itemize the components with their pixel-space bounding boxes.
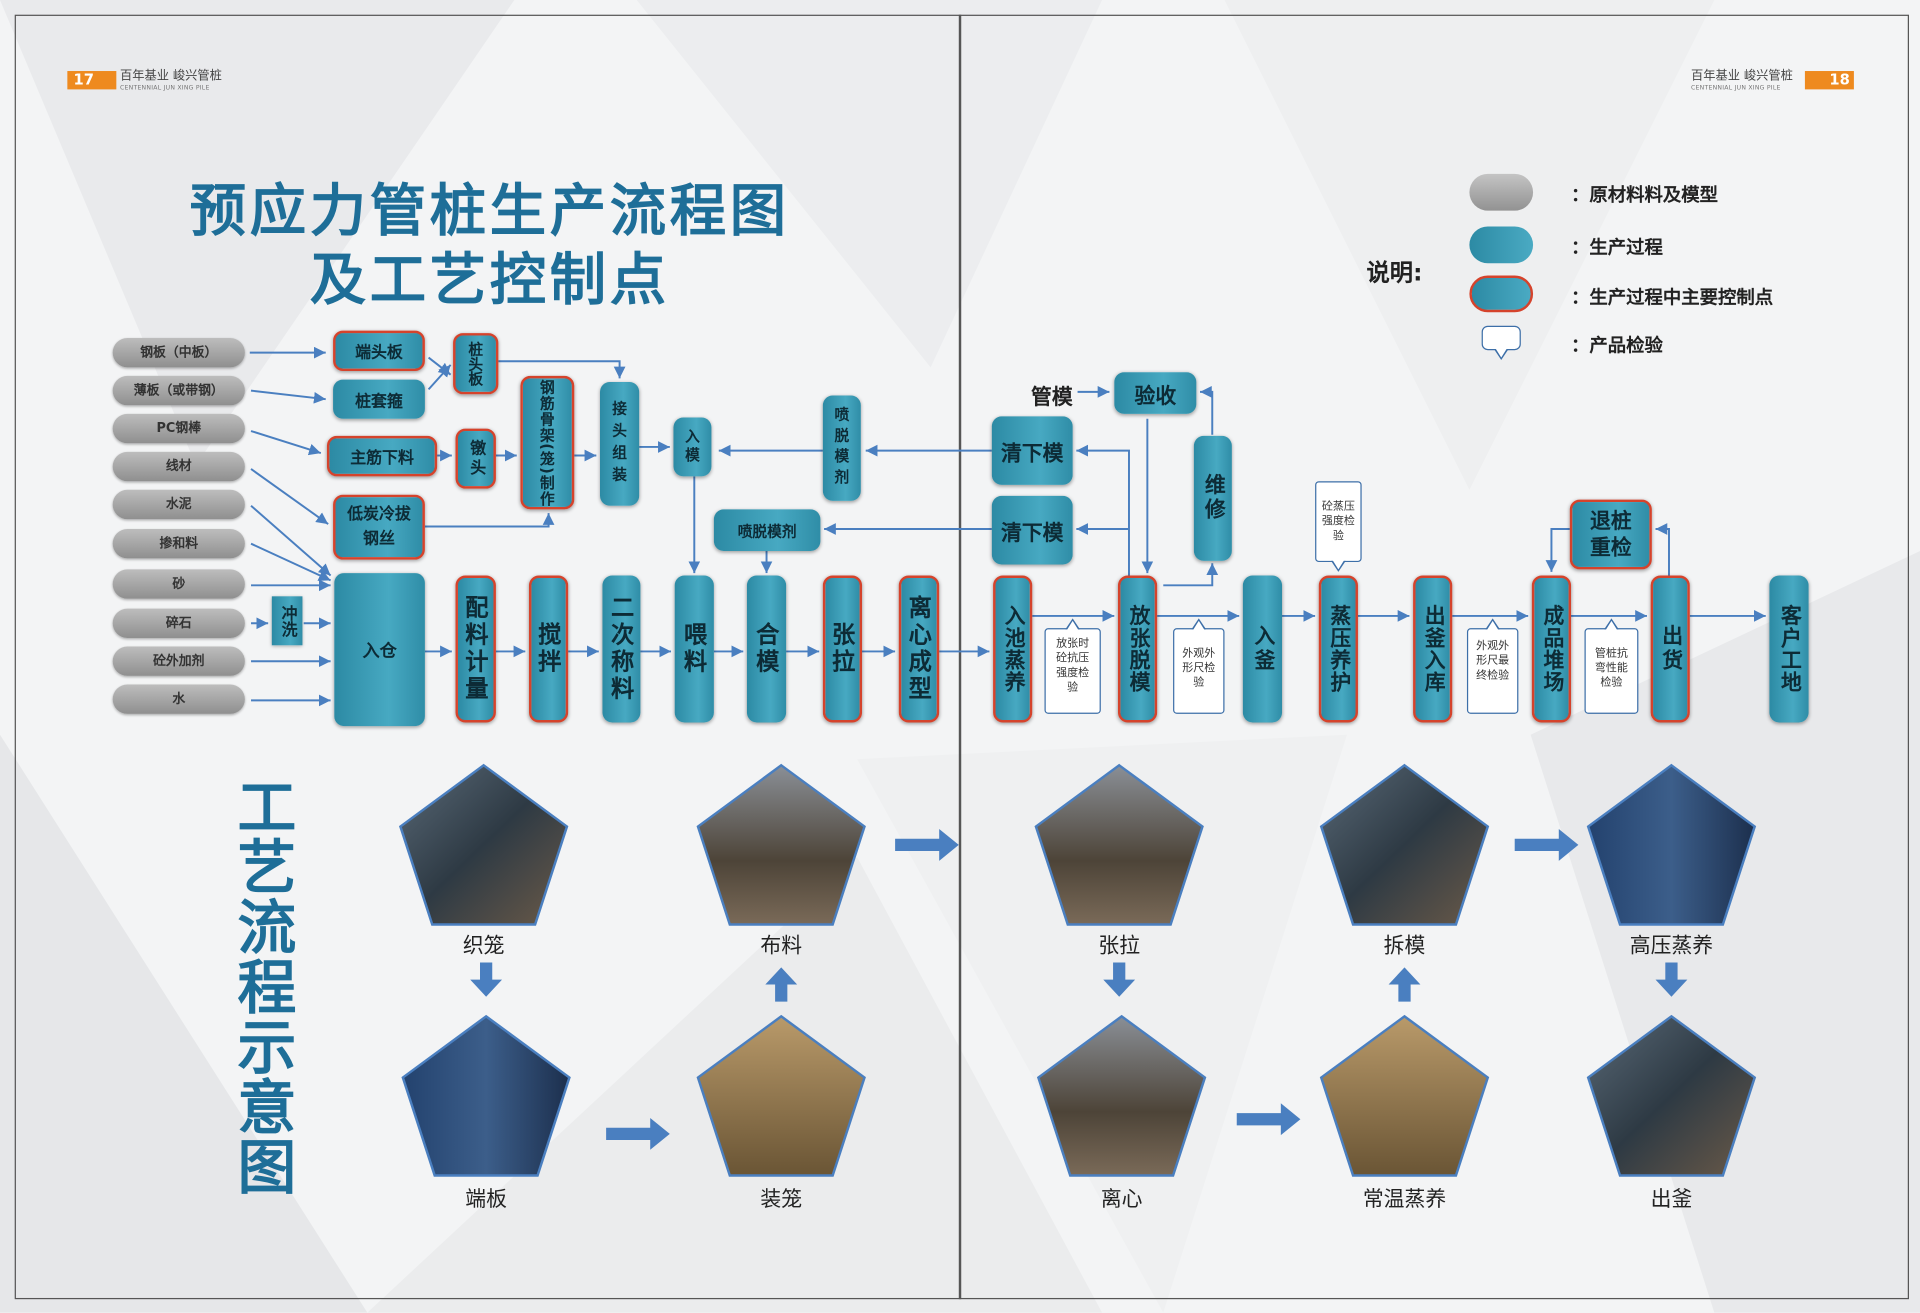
raw-steel-plate: 钢板（中板） <box>112 337 245 368</box>
step-storage: 入仓 <box>334 573 425 727</box>
photo-label-demolding: 拆模 <box>1383 934 1426 959</box>
step-washing: 冲洗 <box>271 596 303 646</box>
step-batching: 配料计量 <box>455 575 496 723</box>
photo-cage-weaving <box>398 763 569 926</box>
legend-heading: 说明: <box>1366 259 1423 287</box>
step-mixing: 搅拌 <box>528 575 569 723</box>
raw-gravel: 碎石 <box>112 608 245 638</box>
check-appearance: 外观外形尺检验 <box>1173 618 1225 714</box>
step-autoclave-curing: 蒸压养护 <box>1318 575 1358 723</box>
step-reweighing: 二次称料 <box>602 575 641 723</box>
brand-en-right: CENTENNIAL JUN XING PILE <box>1691 84 1781 92</box>
page-number-left: 17 <box>67 71 117 90</box>
raw-water: 水 <box>112 684 245 714</box>
process-vertical-title: 工艺流程示意图 <box>237 773 297 1203</box>
photo-label-centrifuge: 离心 <box>1100 1187 1143 1213</box>
legend-control-swatch <box>1469 275 1534 313</box>
step-release-demold: 放张脱模 <box>1117 575 1158 723</box>
photo-demolding <box>1319 763 1490 926</box>
photo-autoclave <box>1586 763 1757 926</box>
brand-cn-left: 百年基业 峻兴管桩 <box>120 69 222 84</box>
step-return-recheck: 退桩重检 <box>1569 499 1652 570</box>
step-finished-yard: 成品堆场 <box>1531 575 1572 723</box>
step-repair: 维修 <box>1193 435 1232 561</box>
legend-label-inspection: ：产品检验 <box>1571 334 1663 357</box>
raw-admixture: 掺和料 <box>112 528 245 559</box>
title-line2: 及工艺控制点 <box>309 246 670 313</box>
step-cage-making: 钢筋骨架(笼)制作 <box>520 375 575 510</box>
pipe-mold-label: 管模 <box>1031 385 1073 411</box>
raw-cement: 水泥 <box>112 489 245 520</box>
photo-concrete-pouring <box>696 763 866 926</box>
step-pool-steam-curing: 入池蒸养 <box>993 575 1033 723</box>
step-joint-assembly: 接头组装 <box>600 382 640 506</box>
raw-wire: 线材 <box>112 451 245 482</box>
photo-label-out-autoclave: 出釜 <box>1650 1187 1693 1213</box>
step-mold-cleaning-2: 清下模 <box>991 495 1073 565</box>
raw-concrete-additive: 砼外加剂 <box>112 646 245 676</box>
photo-label-pouring: 布料 <box>760 934 803 959</box>
page-number-right: 18 <box>1804 71 1854 90</box>
step-upsetting: 镦头 <box>455 428 496 489</box>
legend-label-control: ：生产过程中主要控制点 <box>1571 286 1774 309</box>
step-into-autoclave: 入釜 <box>1242 575 1283 723</box>
step-shipping: 出货 <box>1650 575 1690 723</box>
photo-centrifuge <box>1036 1014 1207 1177</box>
photo-label-cage-loading: 装笼 <box>760 1187 803 1213</box>
step-spray-release-agent-v: 喷脱模剂 <box>822 395 861 501</box>
photo-end-plate <box>401 1014 571 1177</box>
left-page <box>14 14 962 1300</box>
photo-tensioning <box>1034 763 1204 926</box>
photo-label-cage-weaving: 织笼 <box>462 934 505 959</box>
step-main-bar-cutting: 主筋下料 <box>326 435 438 477</box>
step-into-mold: 入模 <box>673 417 712 477</box>
legend-raw-swatch <box>1469 173 1534 211</box>
brand-cn-right: 百年基业 峻兴管桩 <box>1691 69 1793 84</box>
title-line1: 预应力管桩生产流程图 <box>189 177 790 244</box>
step-mold-closing: 合模 <box>746 575 787 723</box>
step-acceptance: 验收 <box>1114 372 1197 414</box>
photo-label-tensioning: 张拉 <box>1098 934 1141 959</box>
check-autoclave-strength: 砼蒸压强度检验 <box>1315 481 1362 572</box>
check-release-strength: 放张时砼抗压强度检验 <box>1044 618 1101 714</box>
step-end-plate: 端头板 <box>333 330 425 372</box>
check-bending: 管桩抗弯性能检验 <box>1584 618 1639 714</box>
step-feeding: 喂料 <box>674 575 714 723</box>
photo-normal-steam <box>1319 1014 1490 1177</box>
step-mold-cleaning-1: 清下模 <box>991 416 1073 485</box>
raw-sand: 砂 <box>112 569 245 599</box>
step-pile-head-plate: 桩头板 <box>453 333 499 395</box>
right-page <box>958 14 1909 1300</box>
photo-cage-loading <box>696 1014 866 1177</box>
check-final-appearance: 外观外形尺最终检验 <box>1466 618 1519 714</box>
step-pile-hoop: 桩套箍 <box>333 379 425 419</box>
photo-label-autoclave: 高压蒸养 <box>1629 934 1714 959</box>
step-centrifugal-forming: 离心成型 <box>898 575 940 723</box>
step-customer-site: 客户工地 <box>1769 575 1809 723</box>
legend-inspection-swatch <box>1481 325 1521 361</box>
photo-label-normal-steam: 常温蒸养 <box>1362 1187 1447 1213</box>
legend-label-process: ：生产过程 <box>1571 236 1663 259</box>
photo-label-end-plate: 端板 <box>465 1187 507 1213</box>
step-cold-drawn-wire: 低炭冷拔钢丝 <box>333 494 425 560</box>
brand-en-left: CENTENNIAL JUN XING PILE <box>120 84 210 92</box>
legend-label-raw: ：原材料料及模型 <box>1571 183 1718 206</box>
raw-thin-plate: 薄板（或带钢） <box>112 375 245 406</box>
raw-pc-bar: PC钢棒 <box>112 413 245 444</box>
step-tensioning: 张拉 <box>822 575 863 723</box>
step-out-to-storage: 出釜入库 <box>1413 575 1453 723</box>
step-spray-release-agent-h: 喷脱模剂 <box>713 509 821 552</box>
photo-out-autoclave <box>1586 1014 1757 1177</box>
legend-process-swatch <box>1469 226 1534 264</box>
